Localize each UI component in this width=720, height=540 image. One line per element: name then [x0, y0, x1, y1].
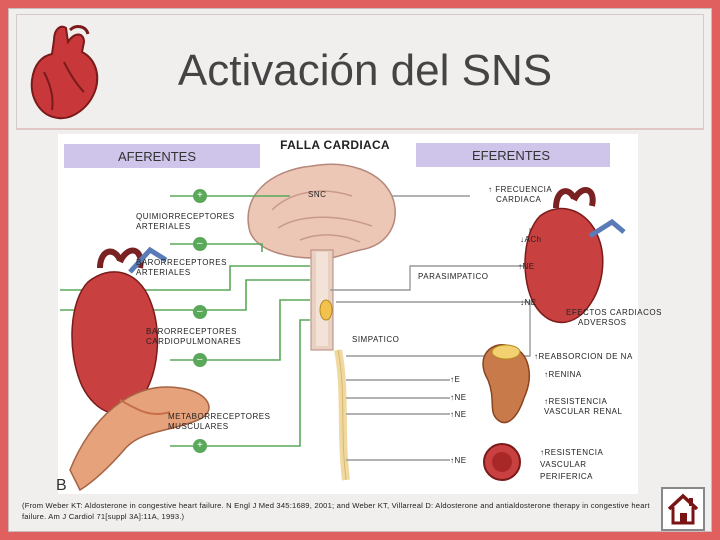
plus-sign: +	[197, 190, 204, 201]
frecuencia-label-1: ↑ FRECUENCIA	[488, 185, 553, 194]
efectos-label-1: EFECTOS CARDIACOS	[566, 308, 662, 317]
resistencia-renal-label-1: ↑RESISTENCIA	[544, 397, 608, 406]
quimio-label-2: ARTERIALES	[136, 222, 191, 231]
home-button[interactable]	[661, 487, 705, 531]
baro-cardio-label-1: BARORRECEPTORES	[146, 327, 237, 336]
arm-shape	[69, 386, 210, 492]
baro-art-label-2: ARTERIALES	[136, 268, 191, 277]
ne-label-3: ↑NE	[450, 393, 467, 402]
reabsorcion-label: ↑REABSORCION DE NA	[534, 352, 633, 361]
ganglion-shape	[319, 299, 333, 321]
baro-art-label-1: BARORRECEPTORES	[136, 258, 227, 267]
frecuencia-label-2: CARDIACA	[496, 195, 542, 204]
title-divider	[16, 128, 704, 130]
afferents-header: AFERENTES	[118, 149, 197, 164]
efferents-header: EFERENTES	[472, 148, 551, 163]
efectos-label-2: ADVERSOS	[578, 318, 627, 327]
kidney-shape	[482, 344, 531, 424]
figure-letter: B	[56, 477, 67, 494]
metabo-label-2: MUSCULARES	[168, 422, 229, 431]
efferents-box	[416, 143, 610, 167]
page-title: Activación del SNS	[177, 46, 553, 95]
resistencia-perif-label-1: ↑RESISTENCIA	[540, 448, 604, 457]
heart-icon	[30, 25, 99, 120]
citation: (From Weber KT: Aldosterone in congestiv…	[22, 501, 650, 521]
metabo-label-1: METABORRECEPTORES	[168, 412, 271, 421]
ach-label: ↓ACh	[520, 235, 542, 244]
baro-cardio-label-2: CARDIOPULMONARES	[146, 337, 242, 346]
simpatico-label: SIMPATICO	[352, 335, 400, 344]
resistencia-renal-label-2: VASCULAR RENAL	[544, 407, 623, 416]
ne-label-1: ↑NE	[518, 262, 535, 271]
plus-sign: +	[197, 440, 204, 451]
ne-label-5: ↑NE	[450, 456, 467, 465]
e-label: ↑E	[450, 375, 461, 384]
ne-label-4: ↑NE	[450, 410, 467, 419]
quimio-label-1: QUIMIORRECEPTORES	[136, 212, 235, 221]
center-header: FALLA CARDIACA	[272, 134, 398, 158]
snc-label: SNC	[308, 190, 327, 199]
renina-label: ↑RENINA	[544, 370, 582, 379]
title-panel	[16, 14, 704, 128]
brain-shape	[247, 163, 396, 260]
parasimpatico-label: PARASIMPATICO	[418, 272, 489, 281]
resistencia-perif-label-2: VASCULAR	[540, 460, 587, 469]
right-heart-shape	[524, 207, 604, 324]
resistencia-perif-label-3: PERIFERICA	[540, 472, 594, 481]
minus-sign: –	[197, 238, 204, 249]
minus-sign: –	[197, 354, 204, 365]
minus-sign: –	[197, 306, 204, 317]
afferents-box	[64, 144, 260, 168]
home-icon	[667, 493, 699, 525]
ne-label-2: ↓NE	[520, 298, 537, 307]
